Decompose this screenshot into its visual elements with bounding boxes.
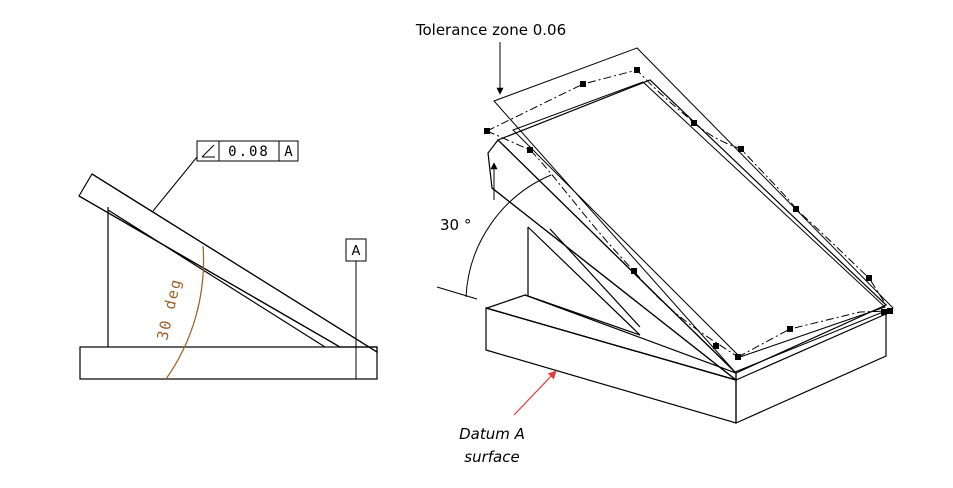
feature-control-frame xyxy=(196,140,299,162)
left-base-block xyxy=(79,346,378,380)
fcf-datum-reference: A xyxy=(284,144,293,160)
left-angle-dimension xyxy=(165,245,205,380)
fcf-tolerance-value: 0.08 xyxy=(228,144,270,160)
right-angle-dimension xyxy=(436,162,552,300)
fcf-leader-line xyxy=(152,156,198,212)
tolerance-zone-label: Tolerance zone 0.06 xyxy=(415,21,566,39)
left-side-view xyxy=(78,156,378,380)
inclined-plate-inner-face xyxy=(512,81,886,358)
right-isometric-view xyxy=(485,47,894,424)
angularity-symbol-icon xyxy=(201,144,215,158)
measured-surface-path xyxy=(486,69,891,358)
right-angle-label: 30 ° xyxy=(440,216,471,234)
left-inclined-plate xyxy=(78,173,378,354)
datum-flag-label: A xyxy=(352,244,361,259)
base-block-side xyxy=(735,313,887,424)
left-angle-label: 30 deg xyxy=(153,276,185,342)
datum-surface-label-line1: Datum A xyxy=(459,425,525,443)
measurement-points xyxy=(484,67,893,360)
left-inner-hypotenuse xyxy=(107,209,326,348)
datum-surface-label-line2: surface xyxy=(464,448,519,466)
datum-surface-arrow xyxy=(513,370,557,416)
datum-flag-box xyxy=(345,238,367,262)
tolerance-zone-plane xyxy=(493,47,894,373)
